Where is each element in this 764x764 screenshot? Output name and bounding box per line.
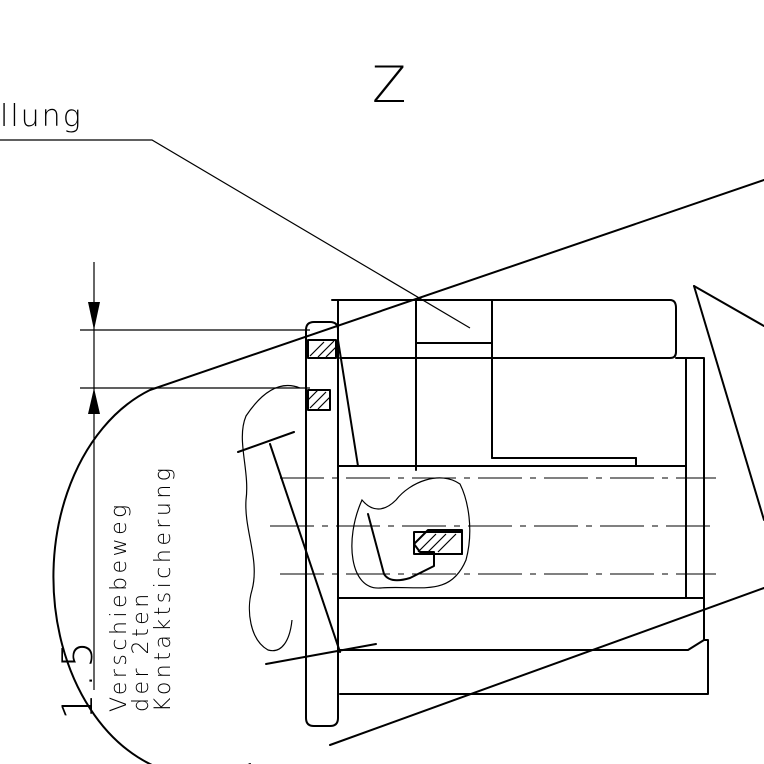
leader-label: llung [0,99,83,134]
detail-boundary [52,179,764,764]
break-line-inner [351,477,471,589]
note-group: Verschiebeweg der 2ten Kontaktsicherung [107,465,176,713]
section-cut-line [237,431,377,665]
leader-line [0,139,471,329]
right-contour [693,285,764,521]
view-label: Z [372,56,406,114]
hatch-section-bottom [307,389,331,411]
break-line-left [241,384,301,652]
dimension-value: 1.5 [53,635,102,720]
sliding-plate [305,321,359,727]
dimension-text-group: 1.5 [53,635,102,720]
center-lines [270,477,716,575]
dimension-note-line2: der 2ten [129,590,154,712]
housing-right-wall [337,357,709,695]
dimension-note-line1: Verschiebeweg [107,501,132,712]
hatch-section-top [307,339,337,359]
housing-top [331,299,687,471]
dimension-note-line3: Kontaktsicherung [151,465,176,713]
dimension-1-5 [80,262,310,690]
contact-latch [367,513,463,582]
